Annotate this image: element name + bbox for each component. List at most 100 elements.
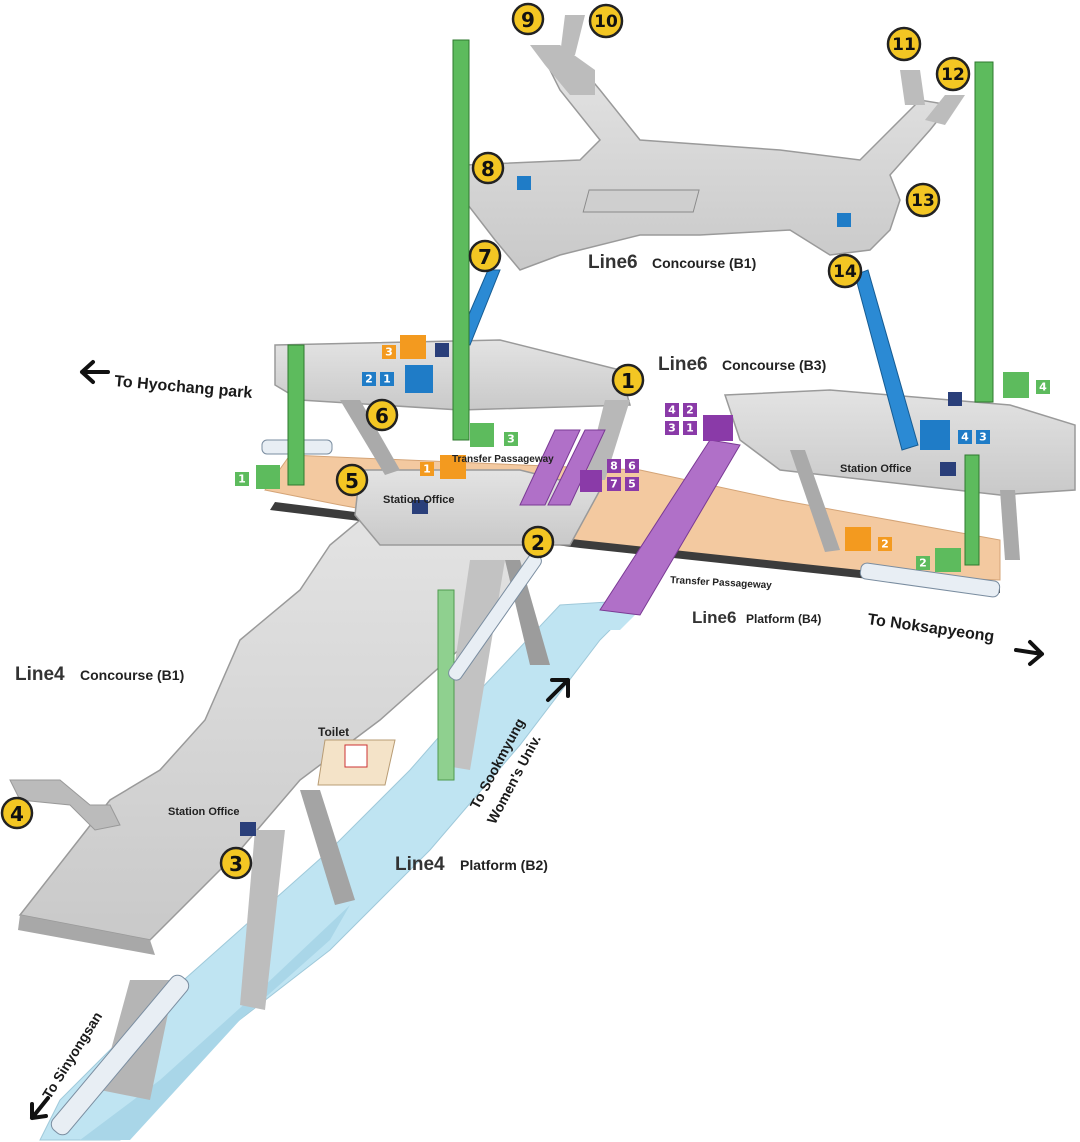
label-line4-b2: Line4 [395, 854, 445, 875]
tag-purple-8: 8 [610, 460, 618, 473]
b3-support-a [340, 400, 400, 475]
transfer-passageway-upper-2 [547, 429, 606, 506]
tag-blue-3: 3 [979, 431, 987, 444]
label-transfer-passageway-upper: Transfer Passageway [452, 454, 554, 465]
phone-icon [948, 392, 962, 406]
wheelchair-lift-icon [400, 335, 426, 359]
tag-green-1: 1 [238, 473, 246, 486]
tag-blue-2: 2 [365, 373, 373, 386]
arrow-down-left-icon [30, 1096, 50, 1120]
b3-stair-right [585, 400, 630, 480]
elevator-shaft-right-lower [964, 454, 980, 566]
transfer-passageway-upper [519, 429, 581, 506]
exit-14-number: 14 [833, 262, 857, 282]
exit-marker-10[interactable]: 10 [588, 3, 624, 39]
line6-b1-concourse [464, 59, 952, 271]
tag-orange-2: 2 [881, 538, 889, 551]
tag-purple-4: 4 [668, 404, 676, 417]
label-line6-b1-sub: Concourse (B1) [652, 255, 756, 271]
exit-6-number: 6 [375, 404, 389, 428]
arrow-left-icon [80, 360, 110, 384]
exit-marker-14[interactable]: 14 [827, 253, 863, 289]
exit-5-number: 5 [345, 469, 359, 493]
exit-marker-6[interactable]: 6 [365, 398, 399, 432]
exit-marker-4[interactable]: 4 [0, 796, 34, 830]
label-transfer-passageway-lower: Transfer Passageway [670, 575, 773, 591]
exit-1-number: 1 [621, 369, 635, 393]
phone-icon [435, 343, 449, 357]
tag-purple-6: 6 [628, 460, 636, 473]
tag-blue-4: 4 [961, 431, 969, 444]
exit-8-number: 8 [481, 157, 495, 181]
label-line6-b4: Line6 [692, 608, 736, 627]
exit-4-stairs [9, 779, 121, 831]
exit-11-stairs [900, 70, 925, 105]
station-office-icon [412, 500, 428, 514]
label-line4-b1-sub: Concourse (B1) [80, 667, 184, 683]
exit-10-number: 10 [594, 12, 618, 32]
label-to-hyochang-park: To Hyochang park [114, 373, 253, 402]
direction-noksapyeong: To Noksapyeong [866, 611, 1044, 666]
exit-2-number: 2 [531, 531, 545, 555]
exit-markers: 1 2 3 4 5 6 7 8 9 10 11 12 13 14 [0, 2, 971, 880]
exit-marker-1[interactable]: 1 [611, 363, 645, 397]
b3-support-c [1000, 490, 1020, 560]
escalator-icon [920, 420, 950, 450]
label-line6-b3-sub: Concourse (B3) [722, 357, 826, 373]
wheelchair-lift-icon [440, 455, 466, 479]
escalator-icon [517, 176, 531, 190]
tag-blue-1: 1 [383, 373, 391, 386]
area-labels: Line6 Concourse (B1) Line6 Concourse (B3… [15, 252, 912, 875]
line4-support-column [300, 790, 355, 905]
exit-marker-2[interactable]: 2 [521, 525, 555, 559]
tag-orange-1: 1 [423, 463, 431, 476]
tag-orange-3: 3 [385, 346, 393, 359]
transfer-passageway-lower [599, 439, 741, 616]
elevator-icon [470, 423, 494, 447]
toilet-icon [344, 744, 368, 768]
escalator-icon [405, 365, 433, 393]
exit-10-stairs [560, 15, 585, 55]
elevator-shaft-left [287, 344, 305, 486]
tag-purple-5: 5 [628, 478, 636, 491]
station-office-icon [940, 462, 956, 476]
station-office-icon [240, 822, 256, 836]
b3-support-b [790, 450, 840, 552]
label-line6-b3: Line6 [658, 354, 708, 375]
exit-marker-5[interactable]: 5 [335, 463, 369, 497]
label-line6-b1: Line6 [588, 252, 638, 273]
label-station-office-right: Station Office [840, 463, 912, 475]
exit-marker-12[interactable]: 12 [935, 56, 971, 92]
elevator-icon [256, 465, 280, 489]
exit-4-number: 4 [10, 802, 24, 826]
b1-center-sign [582, 189, 700, 213]
exit-3-number: 3 [229, 852, 243, 876]
exit-12-stairs [925, 95, 965, 125]
exit-marker-7[interactable]: 7 [468, 239, 502, 273]
tag-green-2: 2 [919, 557, 927, 570]
exit-marker-11[interactable]: 11 [886, 26, 922, 62]
label-line4-b2-sub: Platform (B2) [460, 857, 548, 873]
exit-13-number: 13 [911, 191, 935, 211]
tag-purple-7: 7 [610, 478, 618, 491]
tag-purple-3: 3 [668, 422, 676, 435]
tag-purple-2: 2 [686, 404, 694, 417]
exit-marker-9[interactable]: 9 [511, 2, 545, 36]
tag-green-4: 4 [1039, 381, 1047, 394]
arrow-right-icon [1014, 640, 1044, 666]
wheelchair-lift-icon [845, 527, 871, 551]
elevator-shaft-right [974, 61, 994, 403]
exit-11-number: 11 [892, 35, 916, 55]
ticket-gate-icon [580, 470, 602, 492]
line4-train-lower [50, 974, 190, 1136]
facility-icons [240, 176, 1029, 836]
exit-marker-13[interactable]: 13 [905, 182, 941, 218]
tag-green-3: 3 [507, 433, 515, 446]
elevator-icon [1003, 372, 1029, 398]
elevator-shaft-center [452, 39, 470, 441]
label-to-noksapyeong: To Noksapyeong [866, 611, 995, 646]
exit-12-number: 12 [941, 65, 965, 85]
exit-marker-8[interactable]: 8 [471, 151, 505, 185]
exit-marker-3[interactable]: 3 [219, 846, 253, 880]
